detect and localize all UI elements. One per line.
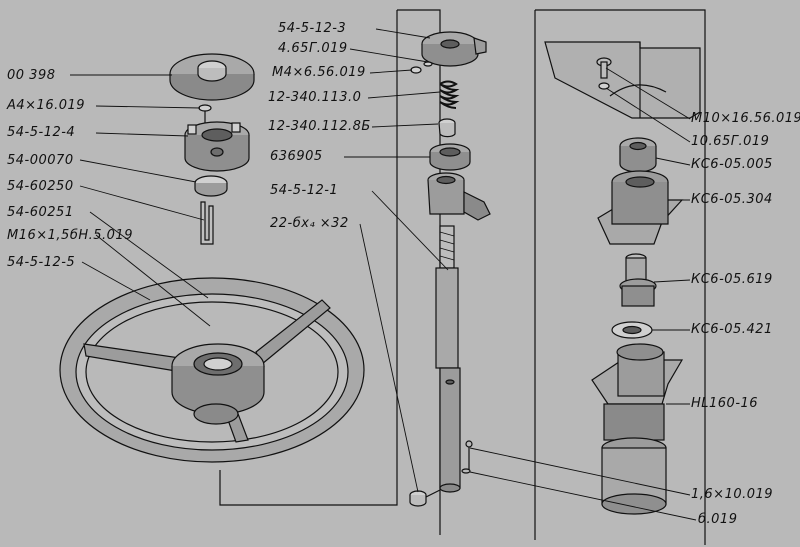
leader-lines [70,28,697,521]
ring-54-5-12-4-part [184,121,250,172]
shaft-ks6-619-part [619,253,657,307]
label-54-5-12-4: 54-5-12-4 [7,125,76,140]
label-22-6x4: 22-бх₄ ×32 [270,216,349,231]
bolt-m10-part [596,57,612,90]
hub-cap-part [169,53,255,101]
label-ks6-421: КС6-05.421 [691,322,773,337]
pin-part [409,489,441,507]
label-54-5-12-5: 54-5-12-5 [7,255,76,270]
label-12-340-113: 12-340.113.0 [268,90,362,105]
label-00398: 00 398 [7,68,56,83]
label-ks6-304: КС6-05.304 [691,192,773,207]
label-54-60250: 54-60250 [7,179,74,194]
label-a4: А4×16.019 [7,98,86,113]
steering-wheel-part [59,277,365,463]
housing-ks6-304-part [597,170,684,245]
screw-a4-part [198,104,212,124]
label-465g: 4.65Г.019 [278,41,348,56]
label-m4: М4×6.56.019 [272,65,366,80]
label-54-5-12-1: 54-5-12-1 [270,183,339,198]
cotter-pin-part [461,440,473,474]
mounting-bracket-part [544,41,701,119]
label-12-340-112: 12-340.112.8Б [268,119,371,134]
main-shaft-part [435,225,461,493]
clip-54-60250-part [200,201,214,245]
label-ks6-005: КС6-05.005 [691,157,773,172]
label-6-019: б.019 [698,512,738,527]
label-nl160: НL160-16 [691,396,759,411]
upper-bracket-part [421,31,487,67]
label-54-60251: 54-60251 [7,205,74,220]
label-54-5-12-3: 54-5-12-3 [278,21,347,36]
label-54-00070: 54-00070 [7,153,74,168]
label-ks6-619: КС6-05.619 [691,272,773,287]
nut-ks6-005-part [619,137,657,173]
bushing-part [438,118,456,138]
disc-54-00070-part [194,175,228,197]
label-1-6x10: 1,6×10.019 [691,487,774,502]
bearing-636905-part [429,143,471,171]
label-10-65g: 10.65Г.019 [691,134,770,149]
small-screw-part [410,61,433,74]
label-m16: М16×1,5бН.5.019 [7,228,133,243]
spring-part [439,80,460,109]
washer-ks6-421-part [611,321,653,339]
label-m10: М10×16.56.019 [691,111,800,126]
pump-nl160-part [591,343,684,515]
label-636905: 636905 [270,149,323,164]
coupling-part [427,172,491,221]
